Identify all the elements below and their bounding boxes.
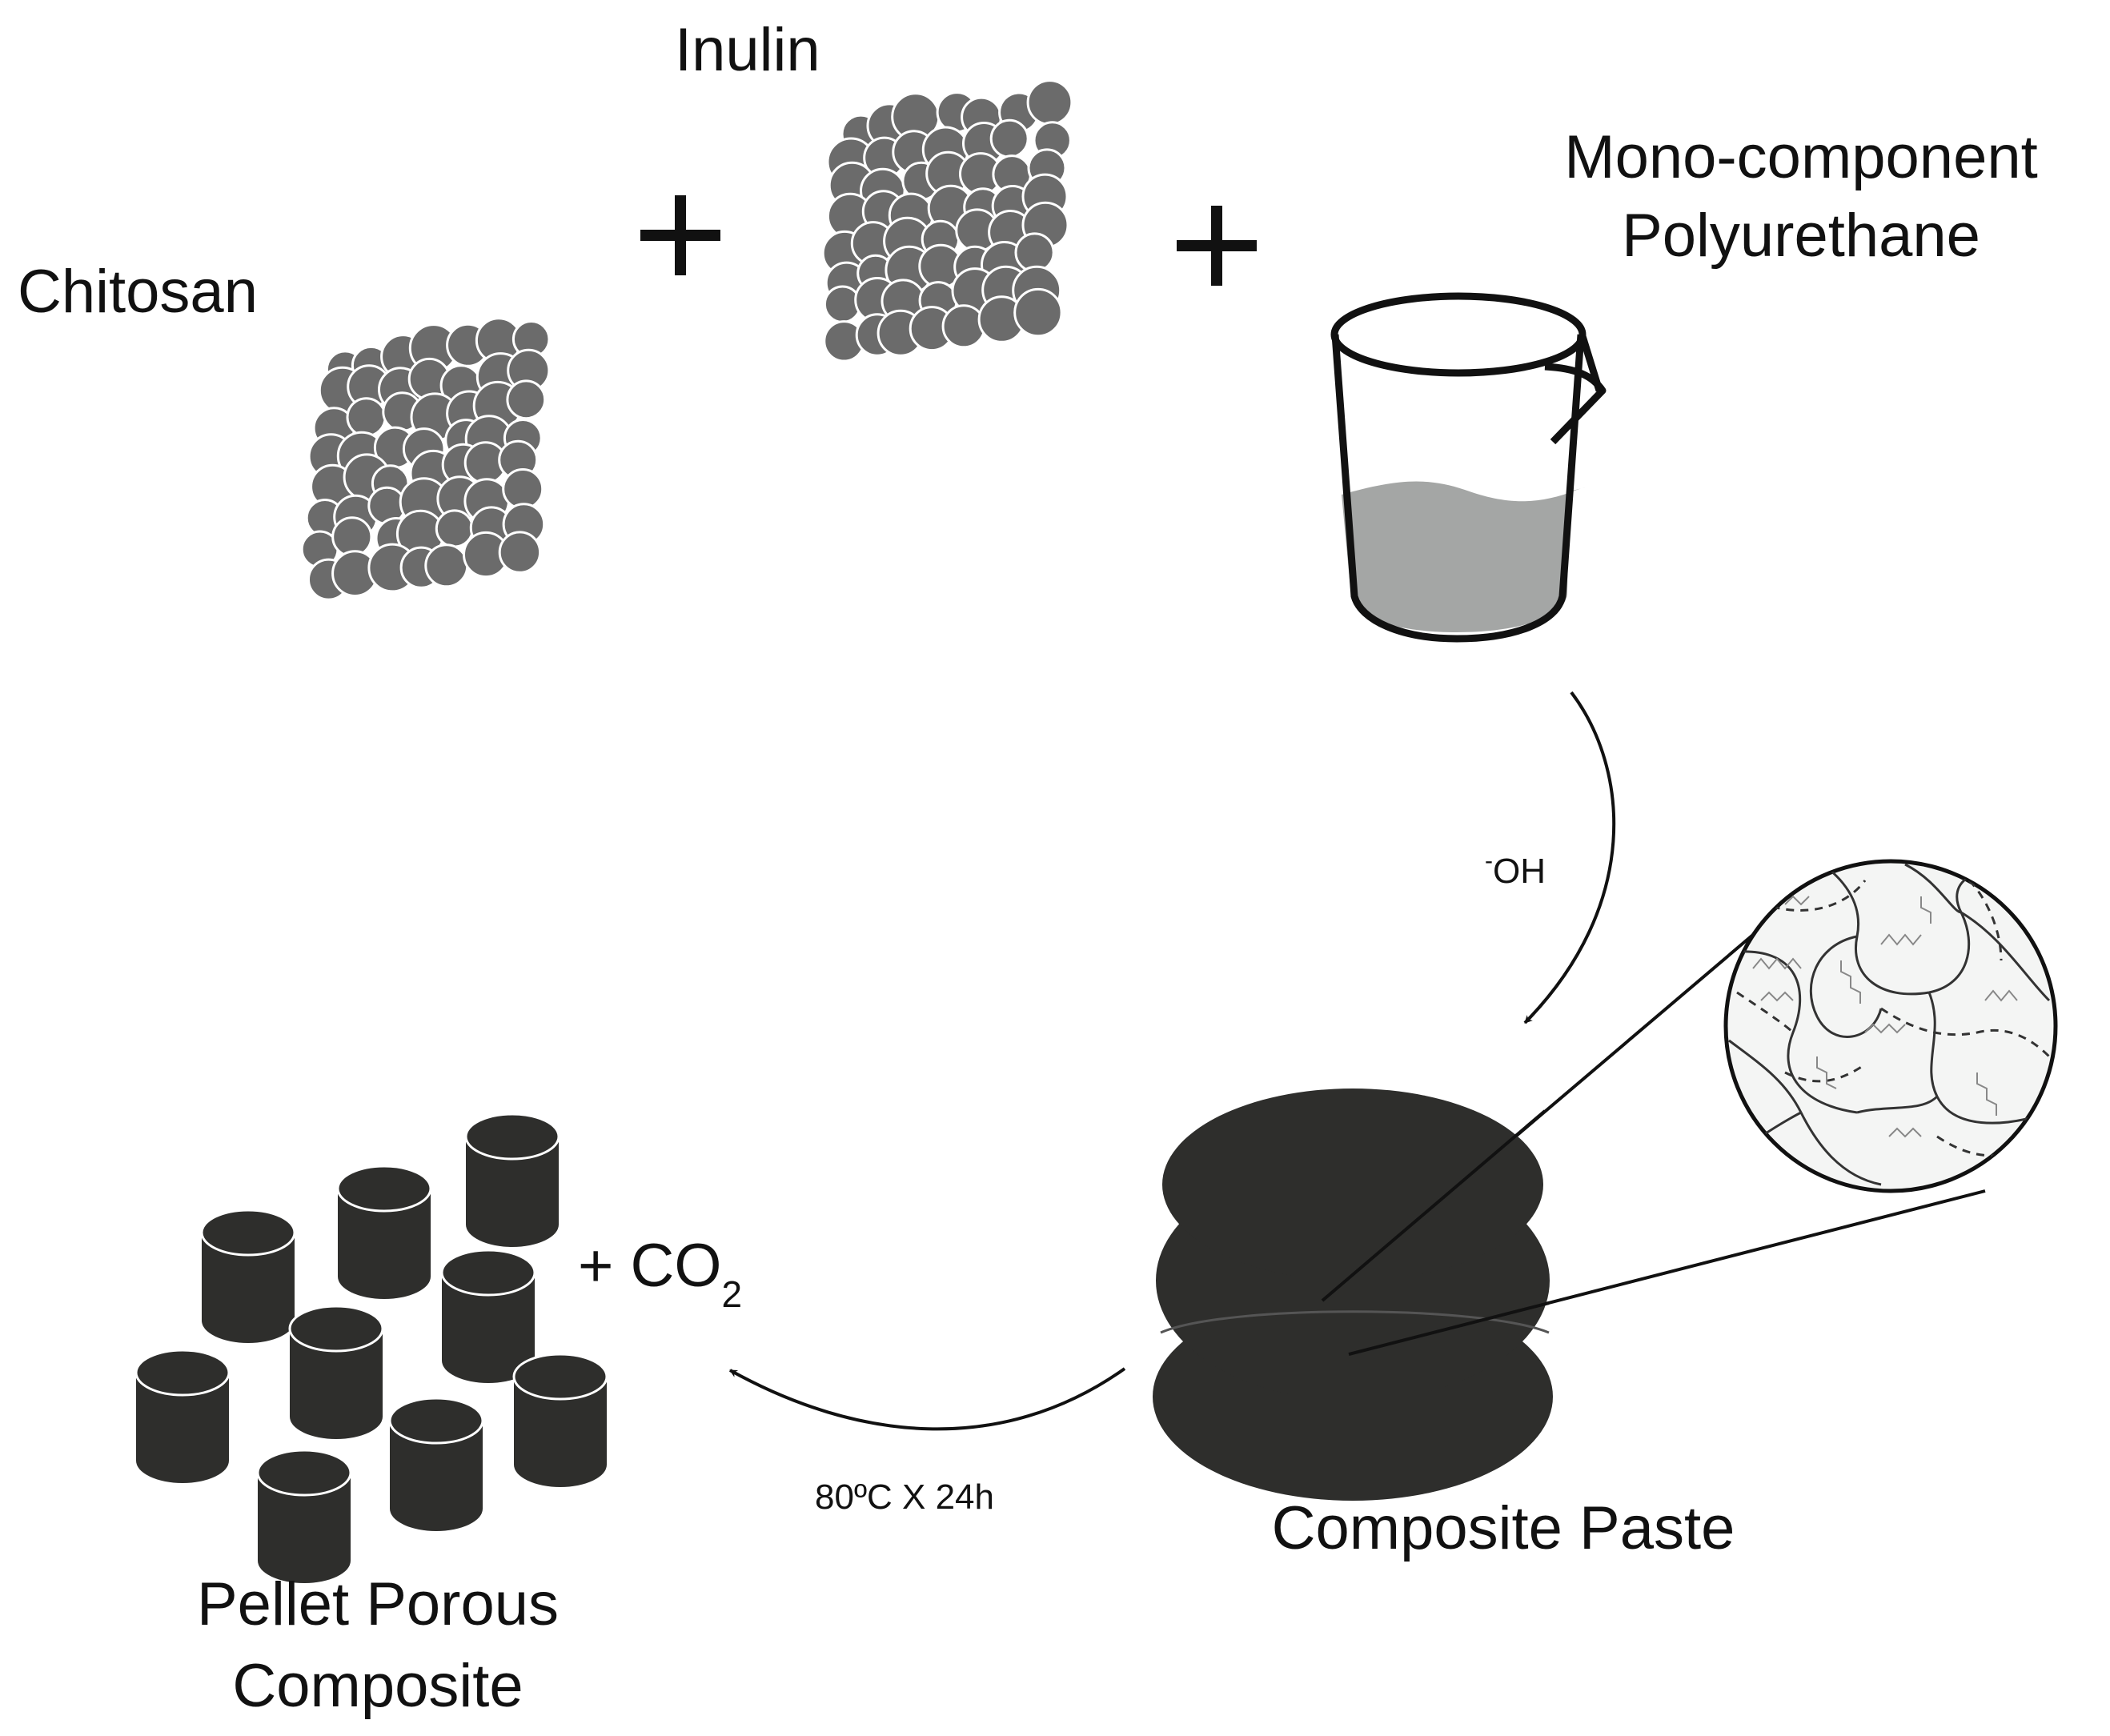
pellet-cylinder xyxy=(256,1449,352,1583)
hydroxide-label: -OH xyxy=(1485,848,1546,891)
composite-paste-label: Composite Paste xyxy=(1272,1494,1735,1562)
zoom-network-circle xyxy=(1723,859,2058,1193)
plus-sign-1 xyxy=(640,195,720,275)
beaker-icon xyxy=(1330,292,1607,643)
pellet-cylinder xyxy=(336,1165,432,1299)
inulin-powder xyxy=(821,79,1073,363)
arrow-to-paste xyxy=(1523,691,1616,1024)
chitosan-particle xyxy=(346,397,387,438)
pellet-cylinder xyxy=(464,1113,560,1247)
chitosan-powder xyxy=(300,317,551,601)
inulin-particle xyxy=(1026,79,1073,126)
zoom-line-bottom-overlay xyxy=(1348,1301,1550,1356)
arrow-to-pellets xyxy=(729,1367,1126,1431)
inulin-particle xyxy=(941,304,986,349)
pellet-label-line2: Composite xyxy=(232,1652,523,1720)
chitosan-particle xyxy=(424,543,469,588)
pellet-cylinder xyxy=(288,1305,384,1439)
chitosan-particle xyxy=(498,531,542,574)
inulin-particle xyxy=(989,118,1029,158)
polyurethane-label-line2: Polyurethane xyxy=(1622,202,1980,270)
plus-sign-2 xyxy=(1177,206,1257,286)
pellet-label-line1: Pellet Porous xyxy=(197,1570,559,1638)
polyurethane-liquid xyxy=(1342,481,1585,632)
pellet-cylinder xyxy=(134,1349,231,1483)
condition-label: 80ºC X 24h xyxy=(815,1477,994,1517)
zoom-line-top-overlay xyxy=(1321,1109,1546,1302)
pellet-cylinder xyxy=(512,1353,608,1487)
pellet-cylinder xyxy=(200,1209,296,1343)
pellet-group xyxy=(134,1113,608,1583)
chitosan-particle xyxy=(502,468,544,510)
polyurethane-label-line1: Mono-component xyxy=(1564,123,2037,191)
composite-paste xyxy=(1153,1089,1553,1501)
co2-label: + CO2 xyxy=(578,1232,742,1315)
pellet-cylinder xyxy=(388,1397,484,1531)
pellet-cylinder xyxy=(440,1249,536,1383)
inulin-particle xyxy=(1013,287,1063,338)
chitosan-label: Chitosan xyxy=(18,258,258,326)
inulin-label: Inulin xyxy=(675,16,820,84)
chitosan-particle xyxy=(506,379,547,420)
